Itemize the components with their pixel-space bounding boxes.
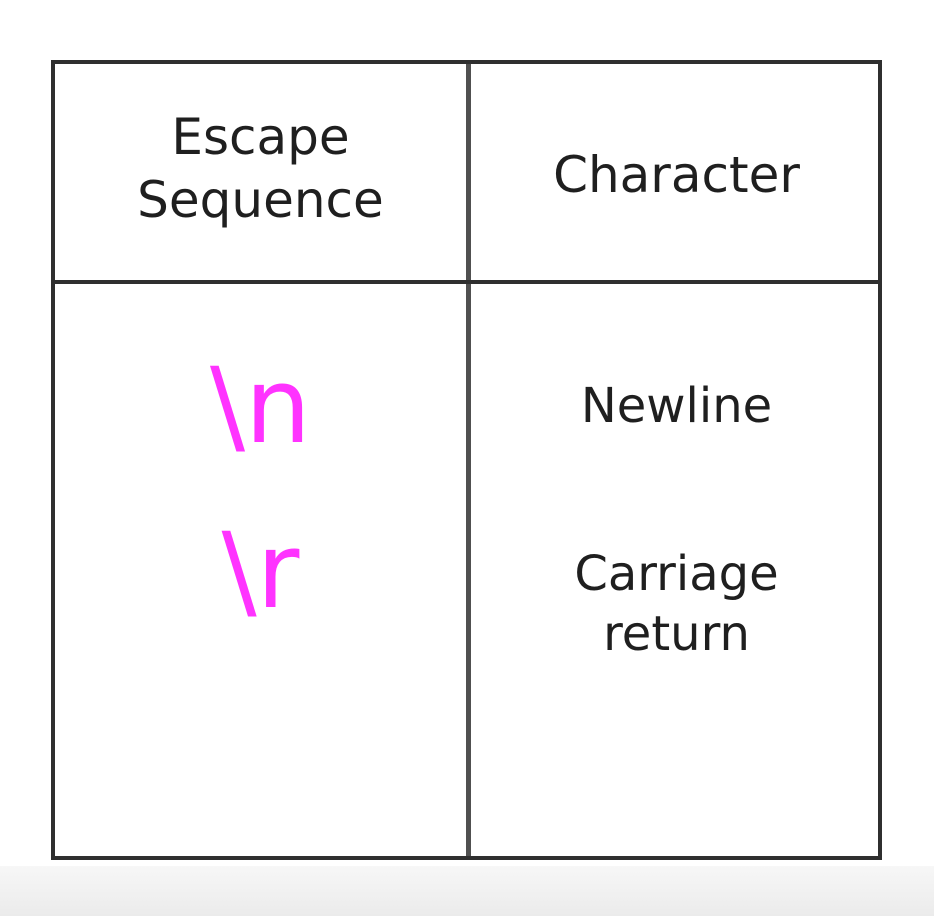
character-newline: Newline [580, 378, 773, 434]
header-character: Character [553, 146, 800, 204]
column-divider [466, 64, 471, 856]
character-carriage-return: Carriage return [574, 546, 779, 662]
escape-sequence-table: Escape Sequence Character \n Newline \r … [51, 60, 882, 860]
bottom-shadow-band [0, 866, 934, 916]
escape-carriage-return: \r [221, 510, 300, 632]
escape-newline: \n [210, 345, 311, 467]
header-divider [55, 280, 878, 284]
header-escape-sequence: Escape Sequence [137, 108, 384, 229]
